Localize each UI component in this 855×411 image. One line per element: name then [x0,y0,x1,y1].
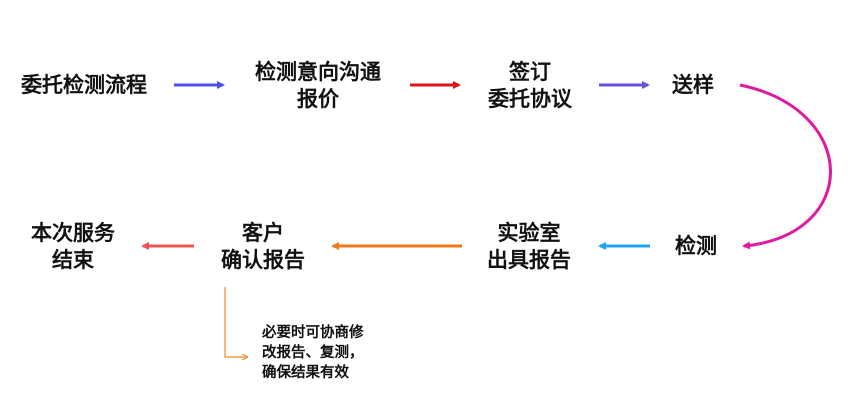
revision-note: 必要时可协商修 改报告、复测， 确保结果有效 [262,323,364,383]
step-quote: 检测意向沟通 报价 [240,59,396,113]
step-lab-report-line1: 实验室 [497,221,561,245]
step-end: 本次服务 结束 [18,220,128,274]
step-lab-report-line2: 出具报告 [487,248,571,272]
step-sign-line1: 签订 [509,60,551,84]
step-confirm: 客户 确认报告 [208,220,318,274]
revision-note-line3: 确保结果有效 [262,365,349,381]
step-test: 检测 [663,233,729,260]
step-sign-line2: 委托协议 [488,87,572,111]
step-send: 送样 [660,72,726,99]
step-end-line1: 本次服务 [31,221,115,245]
step-confirm-line2: 确认报告 [221,248,305,272]
step-quote-line2: 报价 [297,87,339,111]
step-sign: 签订 委托协议 [476,59,584,113]
step-lab-report: 实验室 出具报告 [474,220,584,274]
step-end-line2: 结束 [52,248,94,272]
arrow-send-to-test [739,83,832,250]
step-process: 委托检测流程 [10,72,158,99]
revision-note-line1: 必要时可协商修 [262,325,364,341]
revision-note-line2: 改报告、复测， [262,345,364,361]
step-confirm-line1: 客户 [242,221,284,245]
step-quote-line1: 检测意向沟通 [255,60,381,84]
step-process-label: 委托检测流程 [21,73,147,97]
step-send-label: 送样 [672,73,714,97]
note-connector-arrow [224,287,247,357]
step-test-label: 检测 [675,234,717,258]
